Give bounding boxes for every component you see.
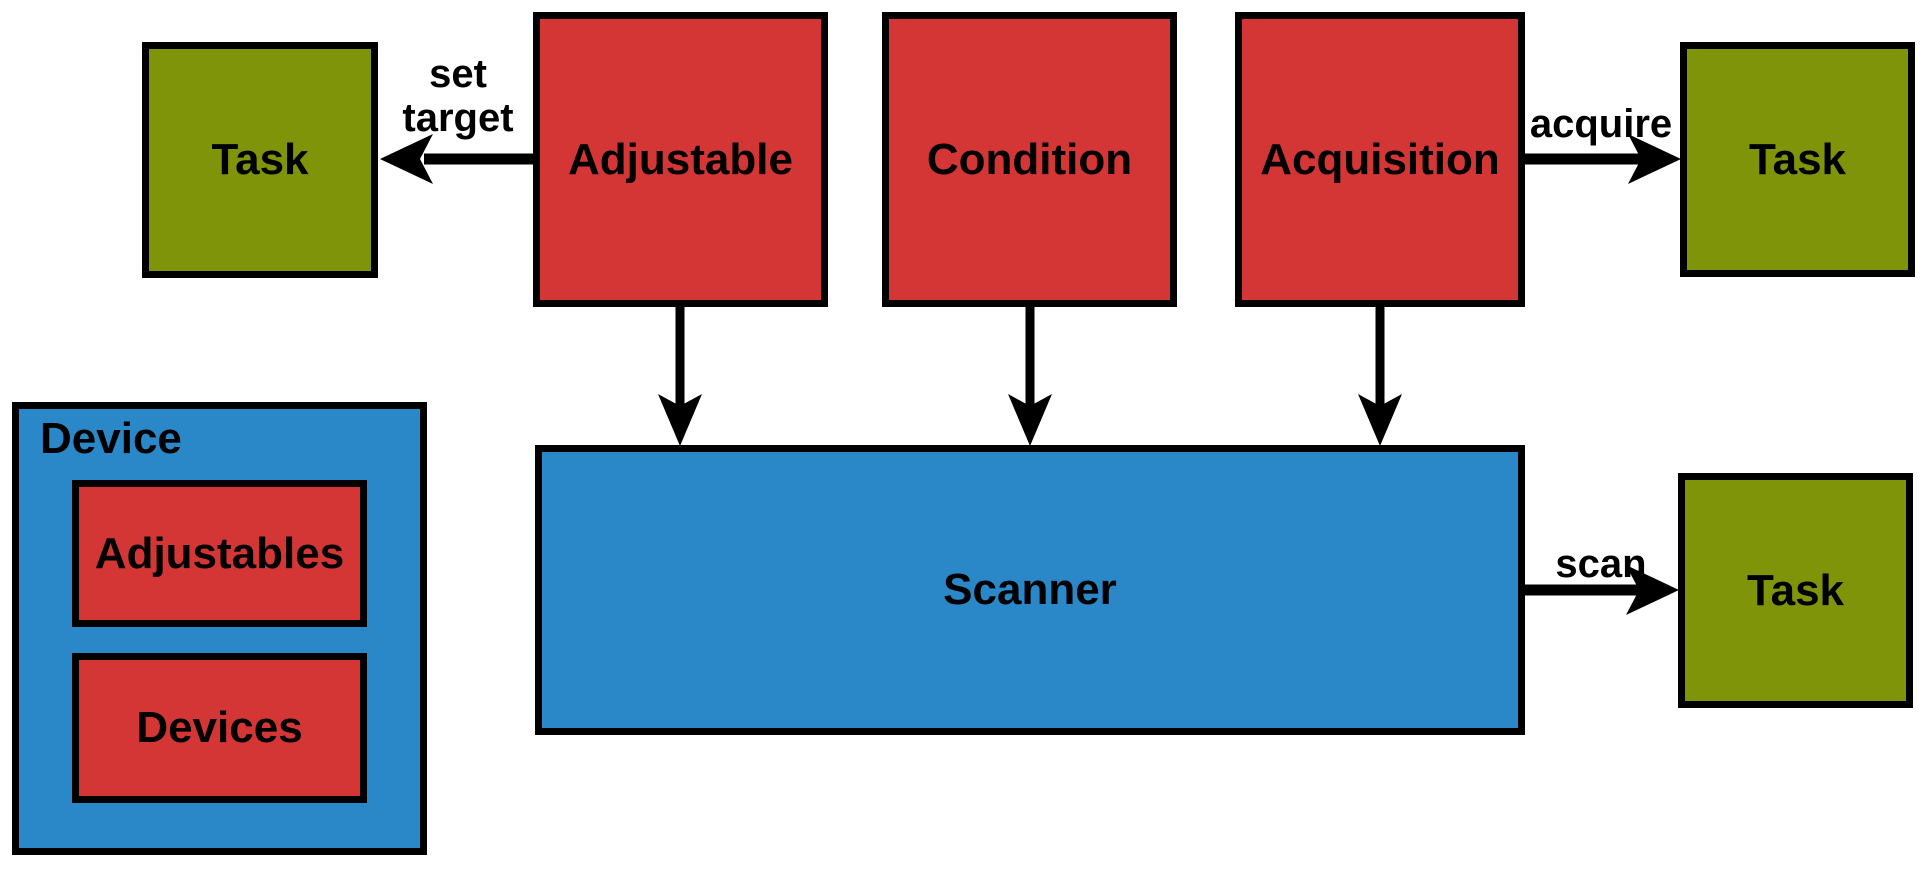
task-left-box: Task — [142, 42, 378, 278]
arrow-condition-to-scanner — [1008, 305, 1052, 446]
task-left-label: Task — [211, 135, 309, 184]
devices-box: Devices — [72, 653, 367, 803]
device-label: Device — [40, 414, 182, 463]
adjustables-label: Adjustables — [94, 528, 345, 578]
task-top-right-box: Task — [1680, 42, 1915, 277]
arrow-condition-to-scanner-head — [1008, 394, 1052, 446]
scanner-label: Scanner — [943, 565, 1117, 614]
arrow-acquire-head — [1628, 134, 1681, 184]
acquisition-label: Acquisition — [1260, 134, 1500, 184]
arrow-scan-head — [1626, 565, 1679, 615]
set-target-edge-label: set target — [402, 52, 514, 140]
task-mid-right-label: Task — [1746, 565, 1845, 615]
arrow-adjustable-to-scanner — [658, 305, 702, 446]
arrow-acquisition-to-scanner — [1358, 305, 1402, 446]
devices-label: Devices — [136, 703, 303, 752]
arrow-adjustable-to-scanner-head — [658, 394, 702, 446]
condition-label: Condition — [926, 134, 1133, 184]
condition-box: Condition — [882, 12, 1177, 307]
device-container: Device Adjustables Devices — [12, 402, 427, 855]
arrow-acquisition-to-scanner-head — [1358, 394, 1402, 446]
arrow-set-target-head — [380, 134, 433, 184]
arrow-acquire — [1525, 134, 1681, 184]
arrow-scan — [1525, 565, 1679, 615]
adjustable-box: Adjustable — [533, 12, 828, 307]
scanner-box: Scanner — [535, 445, 1525, 735]
acquire-edge-label: acquire — [1529, 102, 1673, 146]
acquisition-box: Acquisition — [1235, 12, 1525, 307]
adjustables-box: Adjustables — [72, 480, 367, 627]
adjustable-label: Adjustable — [568, 134, 793, 184]
task-top-right-label: Task — [1748, 134, 1847, 184]
arrow-set-target — [380, 134, 533, 184]
task-mid-right-box: Task — [1678, 473, 1913, 708]
scan-edge-label: scan — [1555, 542, 1647, 586]
